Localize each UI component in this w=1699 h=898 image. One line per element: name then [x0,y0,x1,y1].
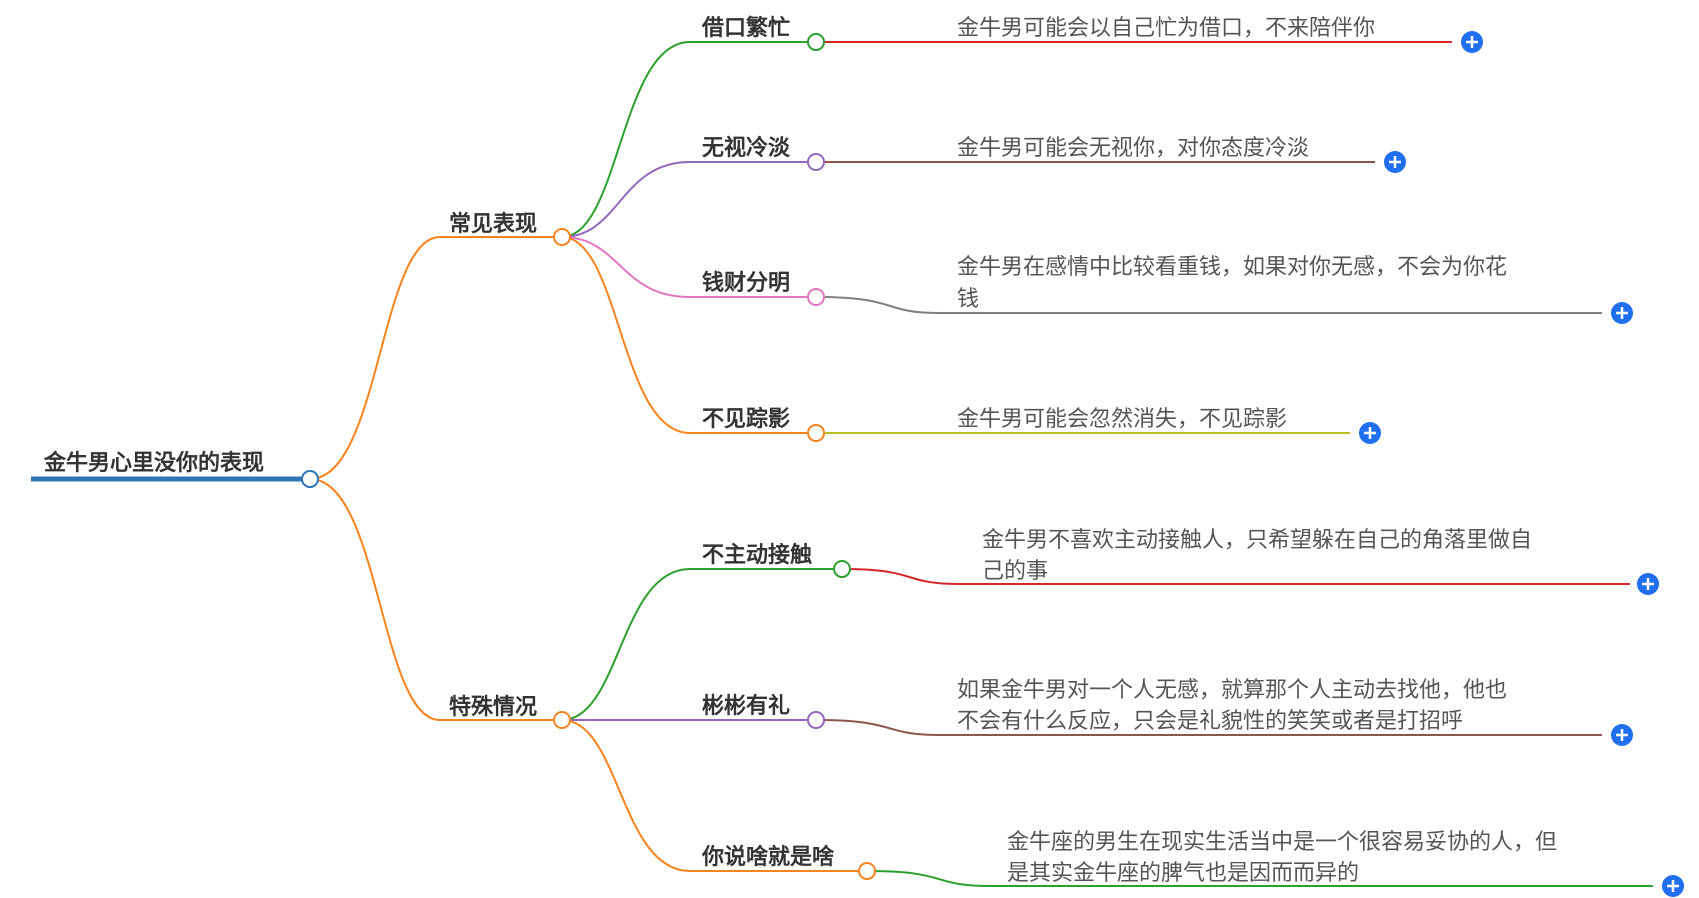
description[interactable]: 金牛男不喜欢主动接触人，只希望躲在自己的角落里做自 [982,528,1532,553]
collapse-node[interactable] [807,288,825,306]
description[interactable]: 是其实金牛座的脾气也是因而而异的 [1007,861,1359,886]
child-topic[interactable]: 彬彬有礼 [702,693,790,719]
child-topic[interactable]: 钱财分明 [702,270,790,296]
child-topic[interactable]: 不主动接触 [702,542,812,568]
child-topic[interactable]: 借口繁忙 [701,15,790,41]
description[interactable]: 金牛男可能会无视你，对你态度冷淡 [957,136,1309,161]
collapse-node[interactable] [301,470,319,488]
description[interactable]: 如果金牛男对一个人无感，就算那个人主动去找他，他也 [957,678,1507,703]
expand-plus-icon[interactable] [1637,573,1659,595]
collapse-node[interactable] [833,560,851,578]
child-topic[interactable]: 无视冷淡 [702,135,791,161]
description[interactable]: 金牛座的男生在现实生活当中是一个很容易妥协的人，但 [1007,830,1557,855]
description[interactable]: 金牛男可能会以自己忙为借口，不来陪伴你 [957,16,1375,41]
collapse-node[interactable] [807,33,825,51]
collapse-node[interactable] [807,153,825,171]
expand-plus-icon[interactable] [1359,422,1381,444]
description[interactable]: 金牛男可能会忽然消失，不见踪影 [957,407,1287,432]
root-topic[interactable]: 金牛男心里没你的表现 [43,450,264,476]
collapse-node[interactable] [553,711,571,729]
expand-plus-icon[interactable] [1611,302,1633,324]
description[interactable]: 钱 [957,287,979,312]
description[interactable]: 金牛男在感情中比较看重钱，如果对你无感，不会为你花 [957,255,1507,280]
child-topic[interactable]: 不见踪影 [702,406,790,432]
collapse-node[interactable] [553,228,571,246]
description[interactable]: 己的事 [982,559,1048,584]
collapse-node[interactable] [807,711,825,729]
branch-topic[interactable]: 常见表现 [449,211,537,237]
connector-branch-2 [309,478,562,721]
child-topic[interactable]: 你说啥就是啥 [701,844,835,870]
expand-plus-icon[interactable] [1461,31,1483,53]
description[interactable]: 不会有什么反应，只会是礼貌性的笑笑或者是打招呼 [957,709,1463,734]
collapse-node[interactable] [807,424,825,442]
expand-plus-icon[interactable] [1384,151,1406,173]
collapse-node[interactable] [858,862,876,880]
expand-plus-icon[interactable] [1662,875,1684,897]
connector-branch-1 [309,236,562,480]
expand-plus-icon[interactable] [1611,724,1633,746]
branch-topic[interactable]: 特殊情况 [449,694,537,720]
